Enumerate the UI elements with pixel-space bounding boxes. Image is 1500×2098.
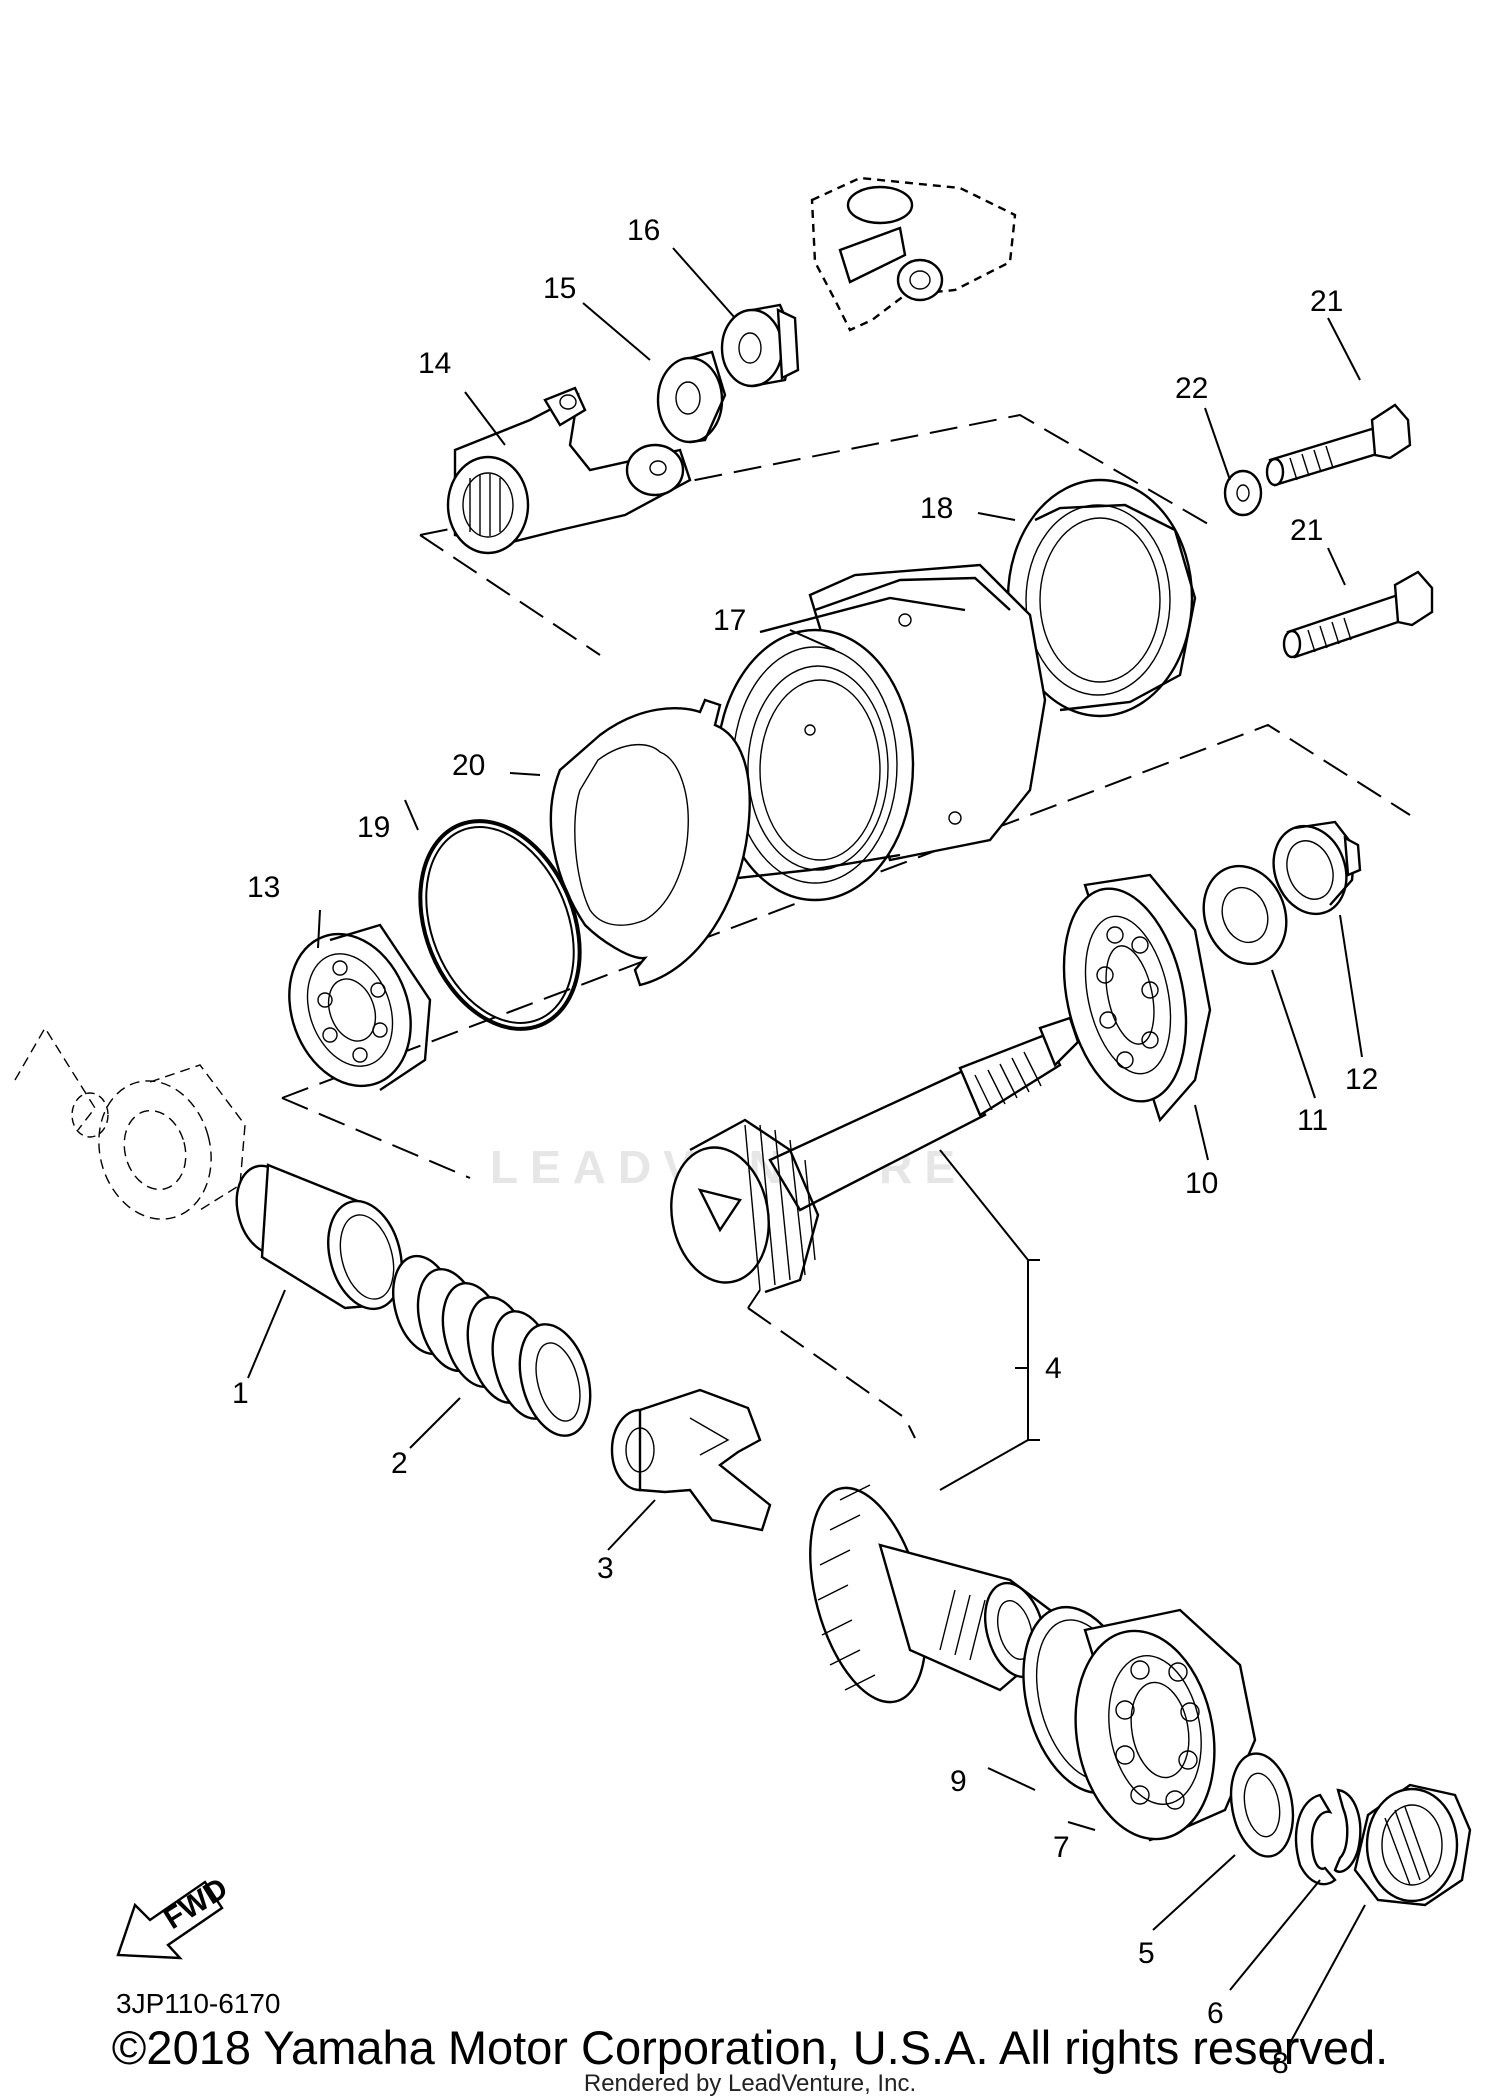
part-21-bolt-upper xyxy=(1265,403,1412,487)
part-18-oil-seal xyxy=(1006,478,1197,718)
part-15-washer xyxy=(656,350,727,444)
label-part-4: 4 xyxy=(1045,1352,1062,1385)
part-8-nut xyxy=(1353,1783,1472,1907)
part-3-cam-dog xyxy=(610,1388,772,1532)
driveshaft-stub xyxy=(14,1026,109,1138)
dashed-bearing xyxy=(98,1064,246,1220)
label-part-6: 6 xyxy=(1207,1997,1224,2030)
assembly-frame-lower xyxy=(281,723,1411,1439)
part-21-bolt-lower xyxy=(1282,570,1434,659)
label-part-21-lower: 21 xyxy=(1290,514,1323,547)
part-19-o-ring xyxy=(418,819,582,1031)
diagram-code: 3JP110-6170 xyxy=(116,1988,281,2019)
label-part-20: 20 xyxy=(452,749,485,782)
leader-lines xyxy=(247,247,1366,2044)
label-part-15: 15 xyxy=(543,272,576,305)
part-labels: 1 2 3 4 5 6 7 8 9 10 11 12 13 14 15 16 1… xyxy=(232,214,1378,2080)
label-part-2: 2 xyxy=(391,1447,408,1480)
label-part-1: 1 xyxy=(232,1377,249,1410)
label-part-5: 5 xyxy=(1138,1937,1155,1970)
part-11-washer xyxy=(1202,864,1288,966)
part-17-bearing-housing xyxy=(715,563,1047,902)
label-part-18: 18 xyxy=(920,492,953,525)
universal-joint xyxy=(810,176,1017,332)
part-10-bearing xyxy=(1062,873,1212,1123)
part-7-bearing xyxy=(1074,1608,1257,1842)
label-part-10: 10 xyxy=(1185,1167,1218,1200)
label-part-17: 17 xyxy=(713,604,746,637)
part-6-lock-washer xyxy=(1294,1788,1362,1886)
label-part-22: 22 xyxy=(1175,372,1208,405)
copyright-notice: ©2018 Yamaha Motor Corporation, U.S.A. A… xyxy=(111,2021,1389,2074)
part-16-nut xyxy=(720,303,800,388)
fwd-arrow-icon: FWD xyxy=(116,1872,234,1960)
part-1-collar xyxy=(235,1163,403,1311)
label-part-8: 8 xyxy=(1272,2047,1289,2080)
label-part-19: 19 xyxy=(357,811,390,844)
label-part-21-upper: 21 xyxy=(1310,285,1343,318)
label-part-3: 3 xyxy=(597,1552,614,1585)
part-4-gear-set xyxy=(670,1016,1080,1704)
label-part-13: 13 xyxy=(247,871,280,904)
part-2-spring xyxy=(392,1254,592,1437)
part-14-yoke xyxy=(446,386,692,555)
label-part-14: 14 xyxy=(418,347,451,380)
part-22-washer xyxy=(1223,469,1263,517)
part-5-washer xyxy=(1229,1752,1295,1858)
label-part-7: 7 xyxy=(1053,1831,1070,1864)
label-part-11: 11 xyxy=(1297,1104,1328,1137)
label-part-12: 12 xyxy=(1345,1063,1378,1096)
rendered-by-credit: Rendered by LeadVenture, Inc. xyxy=(583,2070,917,2097)
label-part-16: 16 xyxy=(627,214,660,247)
part-12-oil-seal xyxy=(1272,820,1362,916)
part-13-bearing xyxy=(288,923,432,1091)
label-part-9: 9 xyxy=(950,1765,967,1798)
